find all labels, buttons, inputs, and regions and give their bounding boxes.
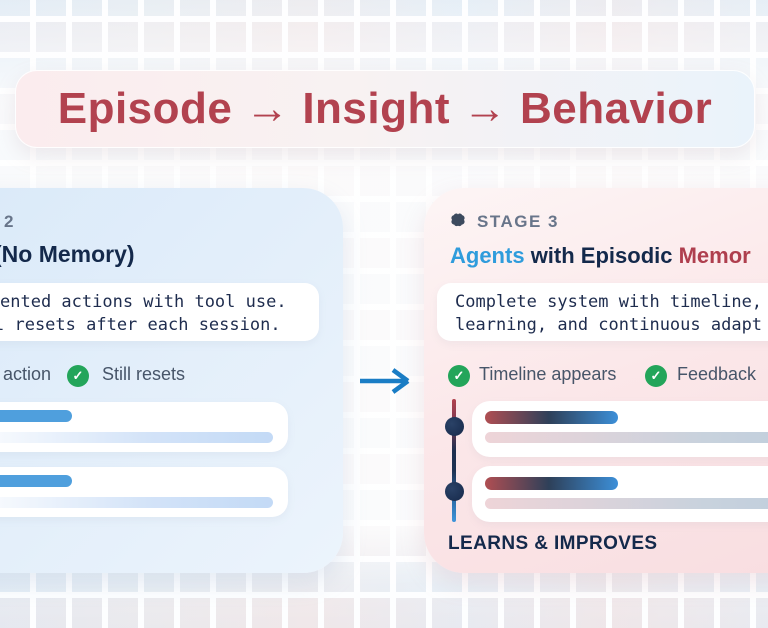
stage3-footer-label: LEARNS & IMPROVES bbox=[448, 533, 658, 554]
stage3-label: STAGE 3 bbox=[477, 212, 559, 231]
stage3-badge2-label: Feedback bbox=[677, 364, 757, 384]
check-glyph: ✓ bbox=[453, 368, 465, 383]
stage3-row2-bar-muted bbox=[485, 498, 768, 509]
stage3-description-box bbox=[437, 283, 768, 341]
stage2-title: (No Memory) bbox=[0, 241, 135, 267]
stage2-description-line1: ented actions with tool use. bbox=[0, 292, 287, 312]
stage3-row-1 bbox=[472, 401, 768, 457]
stage2-row1-bar-light bbox=[0, 432, 273, 443]
check-icon: ✓ bbox=[645, 365, 667, 387]
stage2-description-line2: l resets after each session. bbox=[0, 315, 281, 335]
stage3-row1-bar-gradient bbox=[485, 411, 618, 424]
check-icon: ✓ bbox=[67, 365, 89, 387]
stage2-badge2-label: Still resets bbox=[102, 364, 186, 384]
stage3-title-part3: Memor bbox=[678, 243, 751, 268]
stage2-badge1-label: action bbox=[3, 364, 52, 384]
stage3-description-line2: learning, and continuous adapt bbox=[455, 315, 763, 335]
check-glyph: ✓ bbox=[72, 368, 84, 383]
check-glyph: ✓ bbox=[650, 368, 662, 383]
stage3-row-2 bbox=[472, 466, 768, 522]
stage2-row1-bar-solid bbox=[0, 410, 72, 422]
title-banner: Episode → Insight → Behavior bbox=[15, 70, 755, 148]
stage3-row1-bar-muted bbox=[485, 432, 768, 443]
stage2-row2-bar-solid bbox=[0, 475, 72, 487]
transition-arrow-icon bbox=[357, 367, 415, 395]
stage2-label: 2 bbox=[4, 212, 15, 231]
stage3-title-part2: with Episodic bbox=[530, 243, 673, 268]
timeline-line bbox=[452, 399, 456, 522]
stage3-badge1-label: Timeline appears bbox=[479, 364, 617, 384]
stage2-row2-bar-light bbox=[0, 497, 273, 508]
stage2-description-box bbox=[0, 283, 319, 341]
banner-title: Episode → Insight → Behavior bbox=[57, 84, 713, 133]
stage3-title: Agents with Episodic Memor bbox=[450, 243, 751, 269]
brain-icon bbox=[448, 211, 468, 231]
stage3-description-line1: Complete system with timeline, bbox=[455, 292, 763, 312]
timeline-dot-2 bbox=[444, 482, 464, 501]
timeline-dot-1 bbox=[444, 417, 464, 436]
check-icon: ✓ bbox=[448, 365, 470, 387]
stage3-row2-bar-gradient bbox=[485, 477, 618, 490]
stage3-title-part1: Agents bbox=[450, 243, 525, 268]
